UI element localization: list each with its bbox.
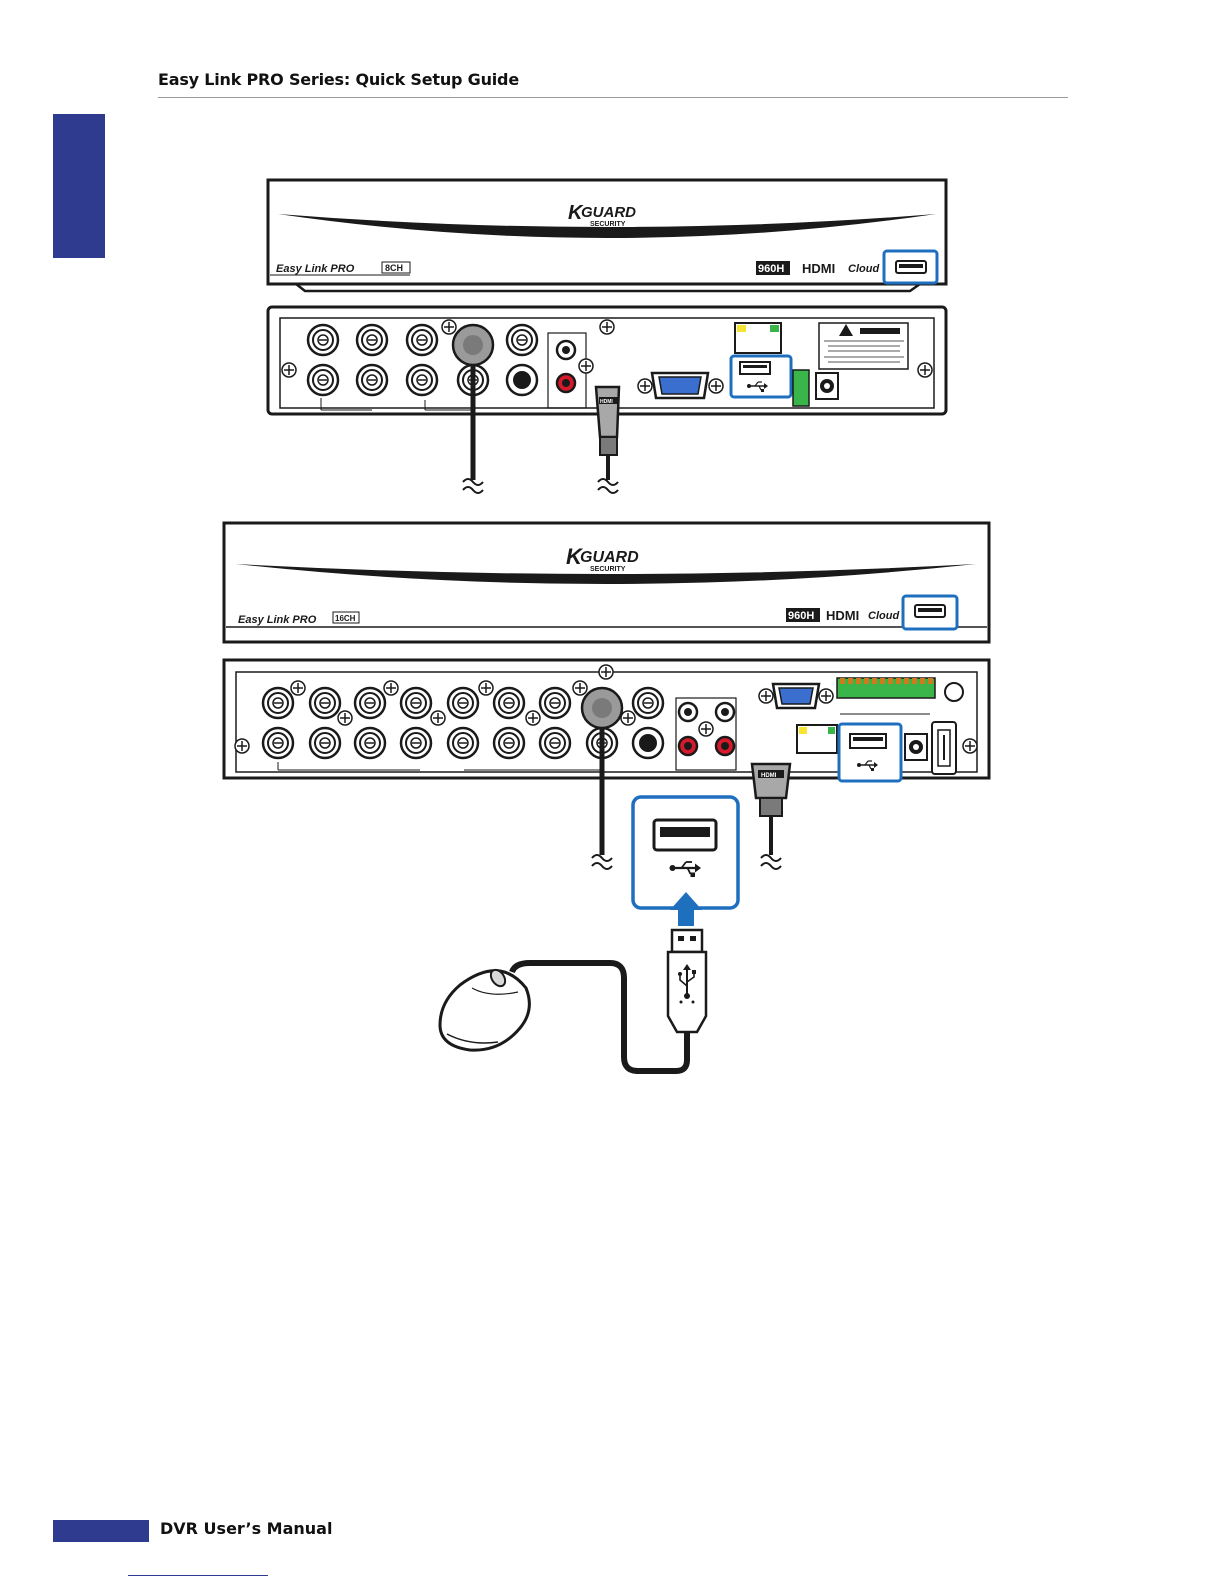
footer-divider — [128, 1575, 268, 1576]
channel-count-label: 8CH — [385, 263, 403, 273]
960h-badge: 960H — [758, 263, 784, 275]
vga-port — [659, 377, 701, 394]
brand-logo: GUARD — [581, 204, 636, 221]
cloud-badge: Cloud — [868, 610, 899, 622]
960h-badge: 960H — [788, 610, 814, 622]
footer-color-bar — [53, 1520, 149, 1542]
brand-subtitle: SECURITY — [590, 221, 626, 228]
mouse-cable — [512, 963, 687, 1071]
hdmi-cable-plug-8ch — [596, 387, 619, 437]
brand-subtitle: SECURITY — [590, 566, 626, 573]
channel-count-label: 16CH — [335, 614, 356, 623]
model-name: Easy Link PRO — [238, 614, 317, 626]
dvr-8ch-front-panel: K GUARD SECURITY Easy Link PRO 8CH 960H … — [268, 180, 946, 291]
vga-port-16ch — [779, 688, 813, 704]
dvr-8ch-rear-panel: HDMI — [268, 307, 946, 493]
dvr-16ch-rear-panel: HDMI — [224, 660, 989, 869]
hdmi-badge: HDMI — [826, 608, 859, 623]
hdmi-plug-label: HDMI — [761, 773, 777, 779]
terminal-block-8ch — [793, 370, 809, 406]
zoomed-usb-port-callout — [633, 797, 738, 908]
hdmi-cable-plug-16ch — [752, 764, 790, 798]
mouse-body — [440, 971, 529, 1050]
cloud-badge: Cloud — [848, 263, 879, 275]
hdmi-plug-label: HDMI — [600, 399, 613, 405]
dvr-16ch-front-panel: K GUARD SECURITY Easy Link PRO 16CH 960H… — [224, 523, 989, 642]
usb-mouse — [440, 930, 706, 1071]
footer-title: DVR User’s Manual — [160, 1519, 332, 1538]
hdmi-badge: HDMI — [802, 261, 835, 276]
model-name: Easy Link PRO — [276, 263, 355, 275]
rear-usb-highlight-16ch — [839, 724, 901, 781]
brand-logo: GUARD — [580, 549, 639, 566]
